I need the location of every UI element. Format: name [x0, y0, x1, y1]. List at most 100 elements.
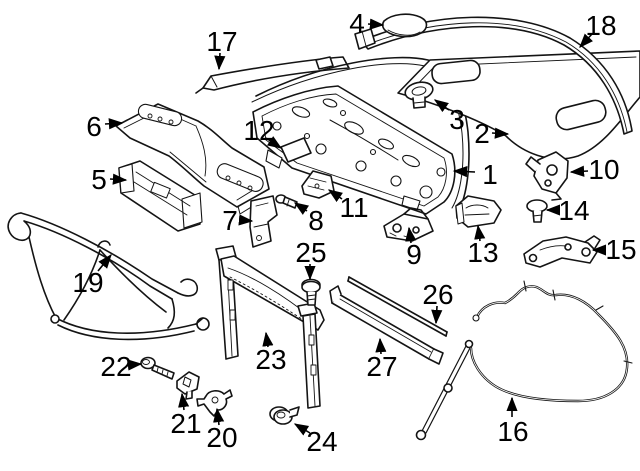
part-number-label-18: 18 — [585, 10, 616, 41]
part-number-label-7: 7 — [222, 205, 238, 236]
callout-2: 2 — [474, 118, 510, 149]
callout-26: 26 — [422, 279, 454, 325]
callout-9-arrow — [405, 226, 417, 244]
part-number-label-5: 5 — [91, 164, 107, 195]
part-number-label-6: 6 — [86, 111, 102, 142]
callout-3-arrow — [433, 99, 450, 113]
part-12-patch — [280, 137, 312, 163]
callout-14: 14 — [545, 195, 590, 226]
part-number-label-17: 17 — [206, 26, 237, 57]
callout-11: 11 — [327, 189, 369, 223]
callout-18: 18 — [579, 10, 617, 48]
part-number-label-9: 9 — [406, 239, 422, 270]
part-5-mounting-rail — [118, 160, 203, 232]
callout-3: 3 — [433, 99, 465, 135]
part-10-lock — [525, 151, 569, 201]
part-number-label-21: 21 — [170, 408, 201, 439]
part-number-label-24: 24 — [306, 426, 337, 457]
callout-24: 24 — [293, 423, 338, 457]
callout-4: 4 — [349, 8, 385, 39]
part-22-bolt — [140, 356, 175, 380]
callout-22-arrow — [127, 359, 143, 371]
callout-13-arrow — [474, 224, 486, 242]
part-number-label-13: 13 — [467, 237, 498, 268]
part-number-label-15: 15 — [605, 234, 636, 265]
part-23-divider-frame — [215, 245, 325, 409]
part-number-label-4: 4 — [349, 8, 365, 39]
callout-10: 10 — [569, 154, 620, 185]
callout-20-arrow — [213, 407, 225, 426]
part-19-wind-deflector — [7, 212, 210, 341]
callout-21-arrow — [178, 392, 190, 411]
part-number-label-11: 11 — [339, 192, 368, 223]
part-number-label-2: 2 — [474, 118, 490, 149]
callout-10-arrow — [569, 165, 589, 177]
part-number-label-27: 27 — [366, 351, 397, 382]
part-24-grommet-nut — [269, 406, 300, 425]
callout-7: 7 — [222, 205, 254, 236]
callout-6-arrow — [104, 118, 124, 130]
callout-11-arrow — [327, 189, 343, 203]
callout-7-arrow — [238, 214, 254, 226]
part-11-bracket — [301, 170, 335, 199]
callout-12: 12 — [243, 115, 283, 149]
part-16-release-cable — [415, 280, 633, 441]
part-number-label-10: 10 — [588, 154, 619, 185]
callout-12-arrow — [265, 136, 283, 149]
part-20-wing-clip — [196, 389, 233, 417]
part-number-label-16: 16 — [497, 416, 528, 447]
part-3-grommet — [404, 81, 434, 109]
callout-23-arrow — [262, 331, 274, 348]
part-7-corner-bracket — [249, 195, 278, 248]
part-21-clamp — [176, 371, 200, 400]
callout-2-arrow — [491, 127, 510, 139]
part-15-hinge-bracket — [523, 235, 601, 268]
part-8-rivet-pin — [275, 194, 298, 209]
part-13-striker — [455, 195, 502, 228]
part-number-label-8: 8 — [308, 205, 324, 236]
part-number-label-12: 12 — [243, 115, 274, 146]
callout-9: 9 — [405, 226, 422, 270]
callout-19: 19 — [72, 254, 112, 298]
part-number-label-3: 3 — [449, 104, 465, 135]
callout-4-arrow — [367, 18, 385, 30]
part-17-trim-strip — [195, 56, 350, 94]
callout-27: 27 — [366, 337, 398, 382]
callout-6: 6 — [86, 111, 124, 142]
part-25-screw — [301, 278, 321, 306]
callout-25: 25 — [295, 237, 327, 281]
part-number-label-23: 23 — [255, 344, 286, 375]
part-number-label-22: 22 — [100, 351, 131, 382]
part-number-label-25: 25 — [295, 237, 326, 268]
callout-5-arrow — [109, 173, 128, 185]
callout-22: 22 — [100, 351, 143, 382]
part-number-label-14: 14 — [558, 195, 589, 226]
part-4-cover-patch — [381, 13, 428, 38]
callout-13: 13 — [467, 224, 499, 268]
part-26-seal-strip — [347, 276, 448, 337]
part-number-label-26: 26 — [422, 279, 453, 310]
callout-20: 20 — [206, 407, 238, 453]
callout-1: 1 — [452, 159, 498, 190]
part-number-label-1: 1 — [482, 159, 498, 190]
part-27-channel-strip — [329, 285, 444, 365]
callout-5: 5 — [91, 164, 128, 195]
callout-15: 15 — [591, 234, 637, 265]
part-14-plastic-nut — [526, 199, 548, 223]
callout-17-arrow — [214, 52, 226, 71]
part-number-label-19: 19 — [72, 267, 103, 298]
callout-16: 16 — [497, 396, 529, 447]
callout-21: 21 — [170, 392, 202, 439]
part-1-trunk-lid-assembly — [251, 56, 470, 215]
part-18-seal-strip — [354, 16, 633, 135]
callout-8-arrow — [293, 202, 310, 215]
part-6-compartment-cover — [115, 103, 270, 215]
callout-27-arrow — [375, 337, 387, 355]
callout-18-arrow — [579, 33, 594, 48]
callout-8: 8 — [293, 202, 324, 236]
callout-1-arrow — [452, 166, 476, 178]
callout-24-arrow — [293, 423, 311, 436]
